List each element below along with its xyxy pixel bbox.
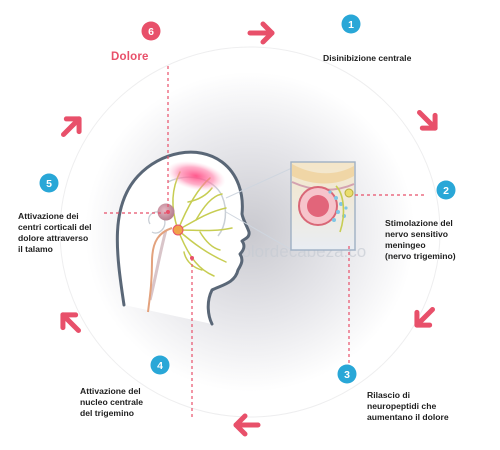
badge-2: 2	[436, 180, 456, 200]
badge-3: 3	[337, 364, 357, 384]
arrow-up-left-lower	[60, 312, 81, 333]
outer-ring	[59, 46, 441, 418]
panel-nerve-fiber	[335, 185, 345, 233]
pain-label: Dolore	[111, 51, 149, 63]
arrow-down-right-upper	[417, 110, 438, 131]
panel-nerve-ending	[344, 188, 354, 198]
brainstem	[148, 229, 168, 301]
step-2-label: Stimolazione del nervo sensitivo meninge…	[385, 218, 456, 261]
arrow-right-top	[247, 21, 275, 45]
panel-connector-top	[225, 167, 293, 199]
badge-2-number: 2	[443, 185, 449, 197]
panel-connector-bottom	[225, 211, 293, 251]
cycle-arrows	[60, 21, 438, 437]
step-1-label: Disinibizione centrale	[323, 53, 412, 63]
vessel-line	[147, 227, 173, 313]
step-3-label: Rilascio di neuropeptidi che aumentano i…	[367, 390, 449, 422]
trigeminal-nucleus	[172, 224, 184, 236]
badge-1: 1	[341, 14, 361, 34]
meninges-detail-panel	[225, 161, 356, 251]
panel-vessel-lumen	[307, 195, 329, 217]
badge-3-number: 3	[344, 369, 350, 381]
badge-4: 4	[150, 355, 170, 375]
step-5-label: Attivazione dei centri corticali del dol…	[18, 211, 92, 254]
pain-area-glow	[166, 160, 226, 192]
badge-6: 6	[141, 21, 161, 41]
step-badges: 1 2 3 4 5 6	[39, 14, 456, 384]
panel-bone-layer	[292, 164, 354, 184]
head-illustration	[115, 150, 251, 326]
leader-lines	[104, 66, 426, 418]
leader-4-dot	[190, 256, 194, 260]
arrow-left-bottom	[233, 413, 261, 437]
badge-5: 5	[39, 173, 59, 193]
badge-5-number: 5	[46, 178, 52, 190]
arrow-down-left-right	[414, 307, 435, 328]
leader-6-dot	[166, 210, 170, 214]
badge-1-number: 1	[348, 19, 354, 31]
badge-4-number: 4	[157, 360, 163, 372]
step-4-label: Attivazione del nucleo centrale del trig…	[80, 386, 144, 418]
badge-6-number: 6	[148, 26, 154, 38]
arrow-up-right-left	[61, 116, 82, 137]
